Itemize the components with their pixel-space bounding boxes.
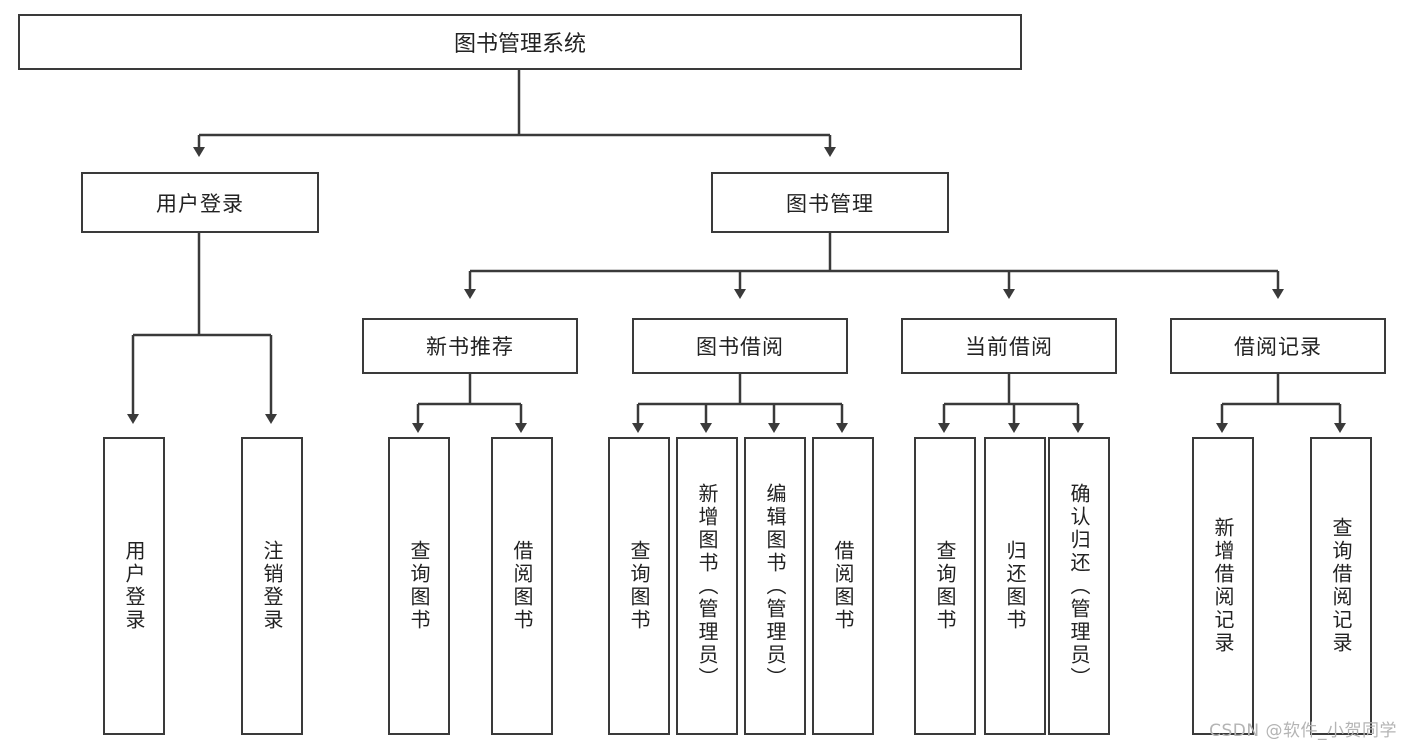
node-leaf-query-record[interactable]: 查询借阅记录 — [1310, 437, 1372, 735]
node-root[interactable]: 图书管理系统 — [18, 14, 1022, 70]
node-leaf-confirm-return-label: 确认归还（管理员） — [1067, 482, 1091, 690]
node-leaf-add-record-label: 新增借阅记录 — [1211, 517, 1235, 655]
node-leaf-logout[interactable]: 注销登录 — [241, 437, 303, 735]
node-root-label: 图书管理系统 — [453, 32, 586, 57]
node-leaf-borrow-book-2[interactable]: 借阅图书 — [812, 437, 874, 735]
node-leaf-user-login-label: 用户登录 — [122, 540, 146, 632]
node-book-borrow-label: 图书借阅 — [696, 335, 784, 359]
node-borrow-record-label: 借阅记录 — [1234, 335, 1322, 359]
node-leaf-return-book-label: 归还图书 — [1003, 540, 1027, 632]
node-leaf-confirm-return[interactable]: 确认归还（管理员） — [1048, 437, 1110, 735]
node-leaf-query-book-2-label: 查询图书 — [627, 540, 651, 632]
node-user-login-label: 用户登录 — [156, 191, 244, 216]
node-book-manage[interactable]: 图书管理 — [711, 172, 949, 233]
node-new-book-rec[interactable]: 新书推荐 — [362, 318, 578, 374]
node-leaf-borrow-book-1-label: 借阅图书 — [510, 540, 534, 632]
node-borrow-record[interactable]: 借阅记录 — [1170, 318, 1386, 374]
node-leaf-query-book-1[interactable]: 查询图书 — [388, 437, 450, 735]
node-leaf-edit-book[interactable]: 编辑图书（管理员） — [744, 437, 806, 735]
node-leaf-query-book-2[interactable]: 查询图书 — [608, 437, 670, 735]
node-leaf-query-record-label: 查询借阅记录 — [1329, 517, 1353, 655]
watermark-text: CSDN @软件_小贺同学 — [1209, 721, 1397, 741]
node-user-login[interactable]: 用户登录 — [81, 172, 319, 233]
node-leaf-borrow-book-1[interactable]: 借阅图书 — [491, 437, 553, 735]
node-current-borrow-label: 当前借阅 — [965, 335, 1053, 359]
node-current-borrow[interactable]: 当前借阅 — [901, 318, 1117, 374]
node-book-manage-label: 图书管理 — [786, 191, 874, 216]
node-leaf-logout-label: 注销登录 — [260, 540, 284, 632]
node-leaf-borrow-book-2-label: 借阅图书 — [831, 540, 855, 632]
node-leaf-query-book-3-label: 查询图书 — [933, 540, 957, 632]
node-leaf-user-login[interactable]: 用户登录 — [103, 437, 165, 735]
node-leaf-return-book[interactable]: 归还图书 — [984, 437, 1046, 735]
node-leaf-query-book-1-label: 查询图书 — [407, 540, 431, 632]
node-leaf-query-book-3[interactable]: 查询图书 — [914, 437, 976, 735]
node-leaf-add-record[interactable]: 新增借阅记录 — [1192, 437, 1254, 735]
node-leaf-add-book[interactable]: 新增图书（管理员） — [676, 437, 738, 735]
node-book-borrow[interactable]: 图书借阅 — [632, 318, 848, 374]
node-leaf-edit-book-label: 编辑图书（管理员） — [763, 482, 787, 690]
node-new-book-rec-label: 新书推荐 — [426, 335, 514, 359]
node-leaf-add-book-label: 新增图书（管理员） — [695, 482, 719, 690]
